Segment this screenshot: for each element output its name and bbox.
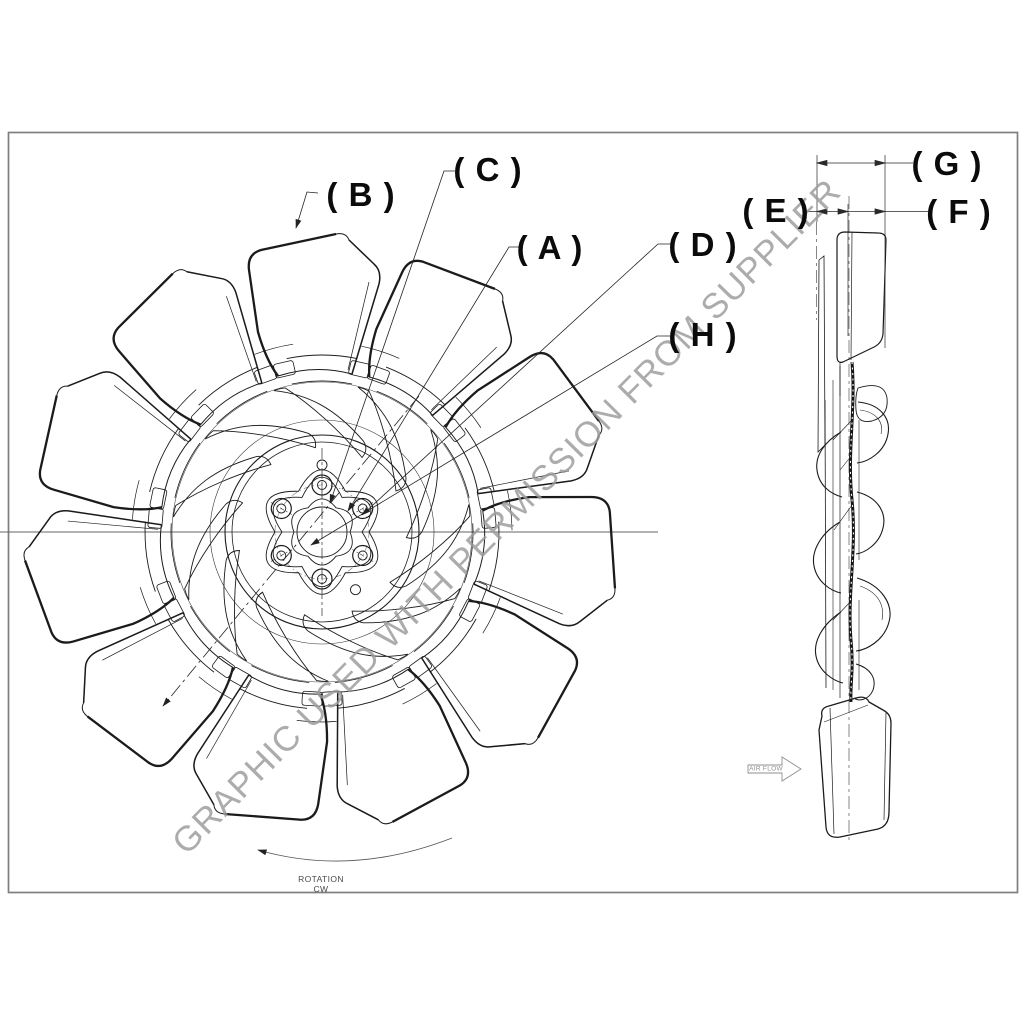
hub (171, 381, 473, 683)
drawing-frame (7, 131, 1019, 894)
fan-front-view (17, 232, 629, 841)
rotation-label: ROTATION (298, 874, 344, 884)
callout-f: ( F ) (926, 193, 992, 230)
leader-h (310, 335, 670, 546)
callout-d: ( D ) (668, 226, 738, 263)
dimension-g (815, 159, 913, 167)
diagonal-axis-arrow (162, 395, 420, 707)
rotation-arrow-arc (257, 837, 453, 862)
air-flow-arrow (747, 756, 802, 782)
leader-b (295, 191, 319, 229)
callout-b: ( B ) (326, 176, 396, 213)
callout-leaders (295, 170, 671, 546)
leader-c (329, 170, 455, 504)
fan-side-view (812, 196, 892, 840)
leader-a (347, 246, 521, 512)
balance-hole-lower (350, 584, 361, 596)
callout-e: ( E ) (742, 192, 810, 229)
dimension-lines (806, 155, 928, 348)
callout-a: ( A ) (516, 229, 584, 266)
air-flow-label: AIR FLOW (749, 765, 783, 773)
leader-d (361, 243, 671, 516)
dimension-e-f (806, 208, 928, 215)
callout-c: ( C ) (453, 151, 523, 188)
callout-h: ( H ) (668, 316, 738, 353)
rotation-cw-label: CW (313, 884, 329, 894)
callout-g: ( G ) (911, 145, 983, 182)
